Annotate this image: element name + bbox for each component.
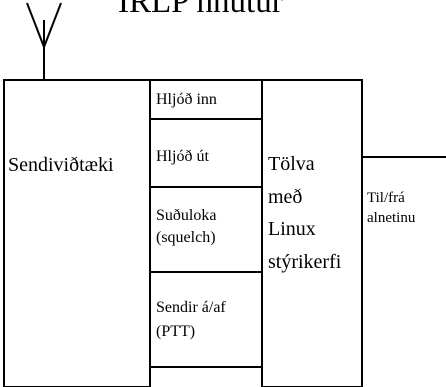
audio-out-label: Hljóð út [156, 148, 209, 165]
diagram-title: IRLP hnútur [118, 0, 283, 20]
computer-label-line4: stýrikerfi [268, 251, 342, 273]
computer-label-line1: Tölva [268, 153, 315, 175]
internet-label-line1: Til/frá [367, 190, 405, 206]
squelch-label-line1: Suðuloka [156, 207, 216, 224]
squelch-label-line2: (squelch) [156, 229, 216, 246]
signal-lines [150, 79, 262, 368]
computer-label-line2: með [268, 186, 302, 208]
audio-in-label: Hljóð inn [156, 91, 217, 108]
ptt-label-line2: (PTT) [156, 323, 195, 340]
antenna-icon [26, 2, 62, 80]
computer-label-line3: Linux [268, 218, 316, 240]
transceiver-box [3, 79, 151, 387]
computer-box [261, 79, 363, 387]
internet-label-line2: alnetinu [367, 210, 416, 226]
transceiver-label: Sendiviðtæki [8, 154, 114, 176]
ptt-label-line1: Sendir á/af [156, 299, 226, 316]
